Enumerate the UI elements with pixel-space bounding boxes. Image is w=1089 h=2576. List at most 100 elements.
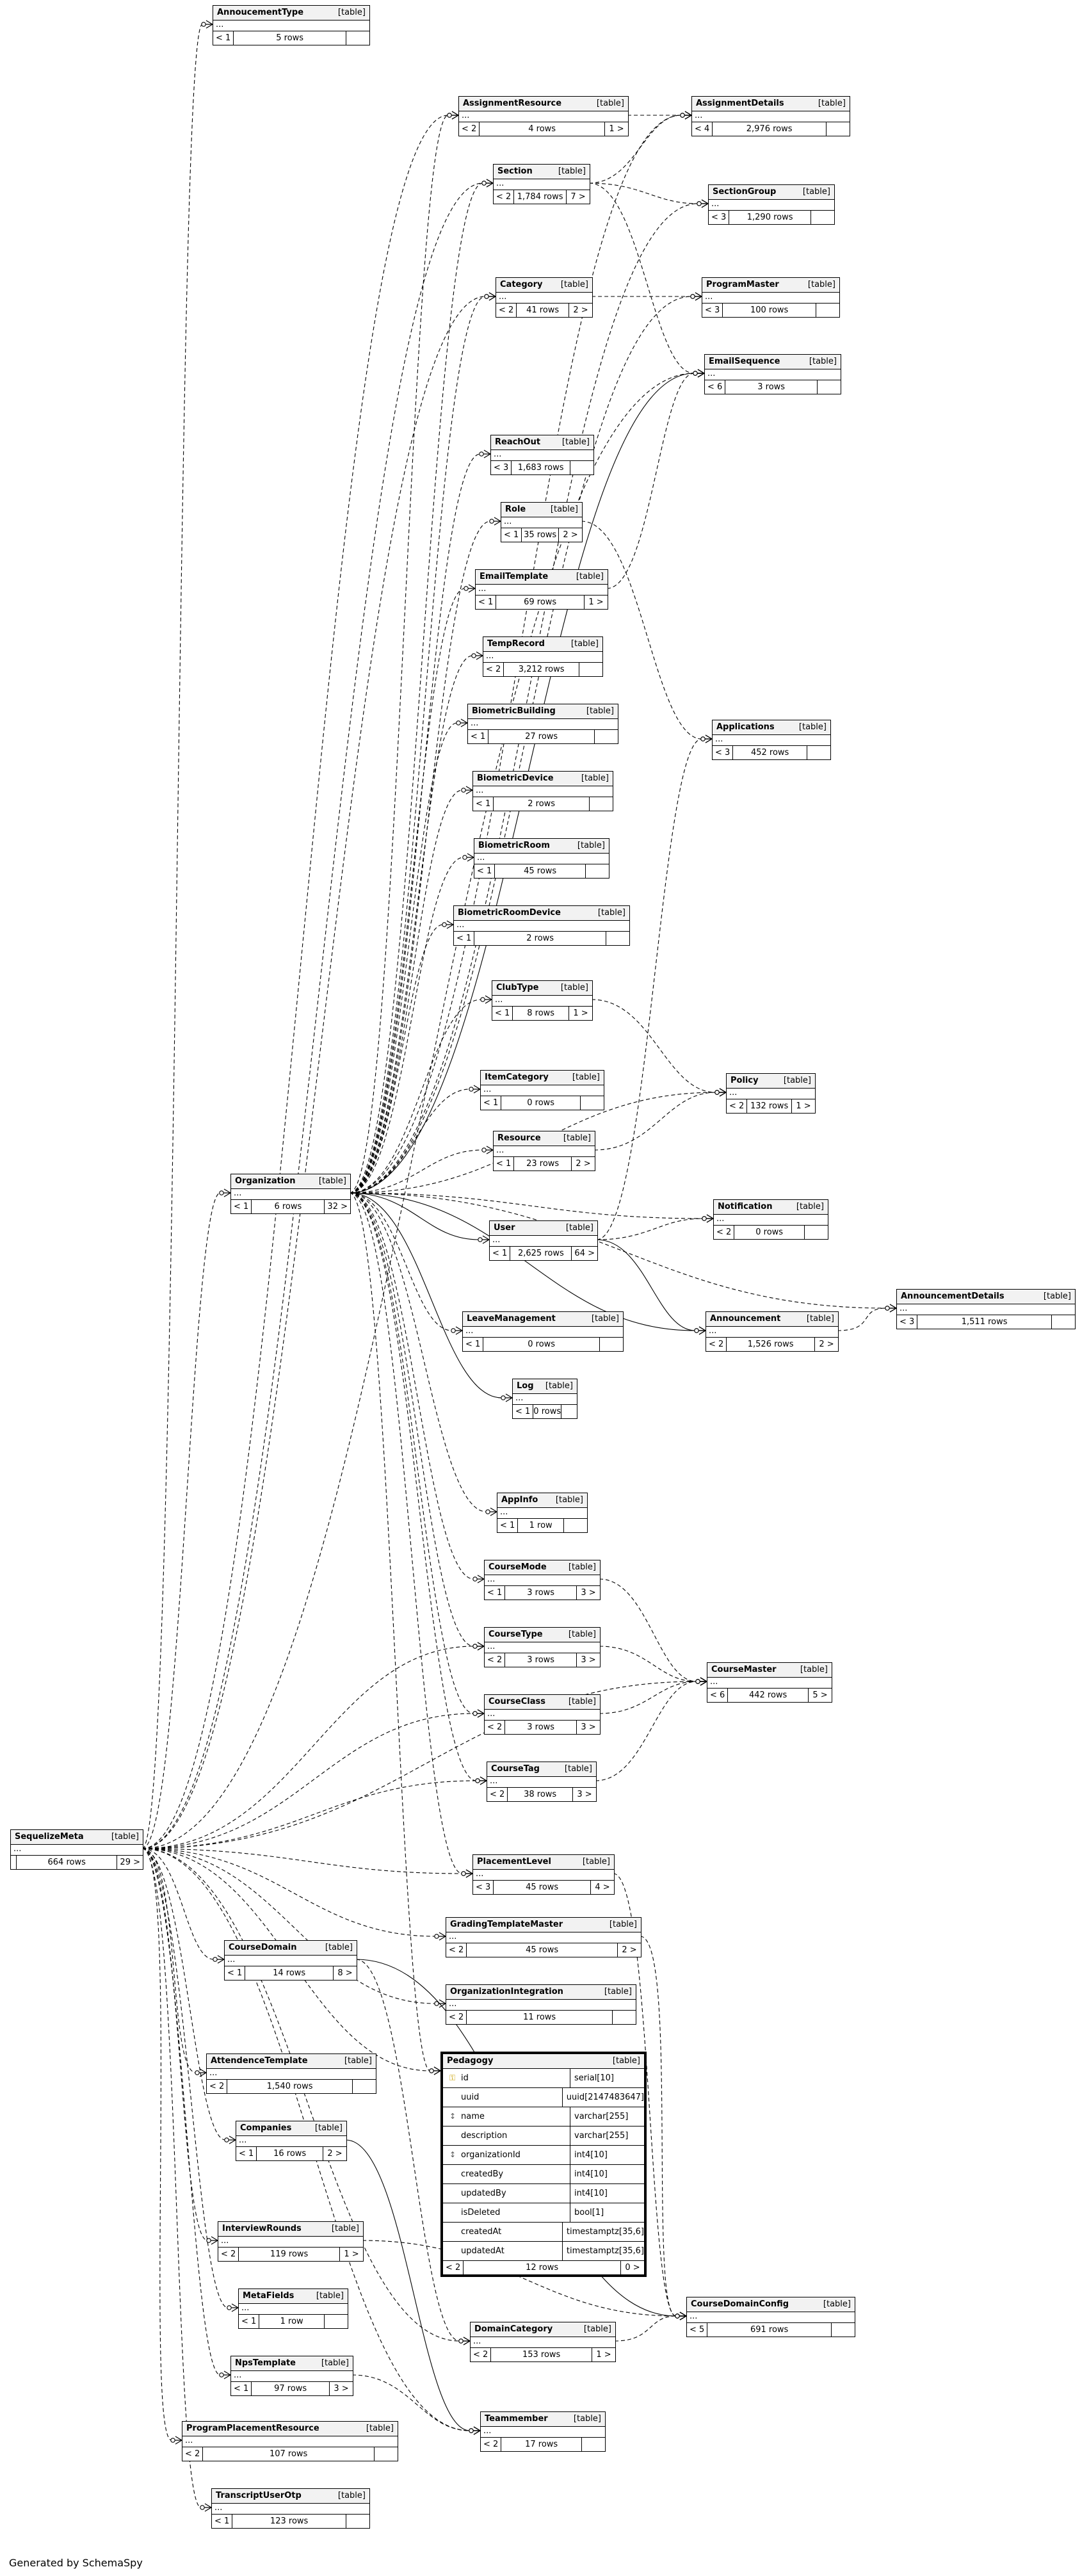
parents-count[interactable]: < 2 [207,2080,228,2093]
parents-count[interactable]: < 2 [487,1788,508,1801]
table-name[interactable]: Organization [235,1176,296,1186]
columns-collapsed[interactable]: ... [485,1710,600,1721]
table-name[interactable]: Category [500,280,543,289]
columns-collapsed[interactable]: ... [239,2304,348,2315]
parents-count[interactable]: < 1 [213,31,234,45]
table-name[interactable]: BiometricBuilding [472,706,556,716]
parents-count[interactable]: < 3 [491,461,512,474]
children-count[interactable]: 1 > [573,1009,588,1018]
parents-count[interactable]: < 1 [485,1586,506,1600]
children-count[interactable]: 3 > [581,1722,596,1732]
parents-count[interactable]: < 2 [483,663,504,676]
table-name[interactable]: EmailSequence [709,357,780,366]
table-name[interactable]: BiometricRoom [478,841,550,850]
table-name[interactable]: MetaFields [243,2291,294,2301]
table-name[interactable]: Policy [730,1076,759,1085]
children-count[interactable]: 5 > [812,1690,828,1700]
children-count[interactable] [581,1096,604,1110]
children-count[interactable] [353,2080,376,2093]
parents-count[interactable]: < 1 [231,2382,252,2395]
parents-count[interactable]: < 1 [476,595,497,609]
parents-count[interactable]: < 2 [494,190,515,204]
parents-count[interactable]: < 2 [727,1099,748,1113]
table-name[interactable]: TempRecord [487,639,545,649]
table-name[interactable]: Log [517,1381,534,1391]
parents-count[interactable]: < 1 [468,730,489,743]
table-name[interactable]: BiometricDevice [477,774,554,783]
table-name[interactable]: InterviewRounds [222,2224,302,2233]
table-name[interactable]: Role [505,505,526,514]
columns-collapsed[interactable]: ... [491,450,593,461]
children-count[interactable]: 0 > [625,2263,640,2272]
columns-collapsed[interactable]: ... [471,2337,615,2348]
children-count[interactable] [586,864,609,878]
columns-collapsed[interactable]: ... [481,2427,605,2438]
table-name[interactable]: DomainCategory [474,2324,553,2334]
parents-count[interactable]: < 2 [182,2447,204,2461]
columns-collapsed[interactable]: ... [231,2371,353,2382]
children-count[interactable] [1052,1315,1075,1329]
columns-collapsed[interactable]: ... [182,2436,398,2447]
parents-count[interactable] [11,1856,17,1869]
children-count[interactable] [579,663,602,676]
table-name[interactable]: GradingTemplateMaster [450,1920,563,1929]
children-count[interactable]: 2 > [563,530,578,540]
parents-count[interactable]: < 1 [231,1200,252,1213]
children-count[interactable]: 64 > [574,1249,595,1258]
table-name[interactable]: ReachOut [495,437,541,447]
children-count[interactable] [818,380,841,394]
parents-count[interactable]: < 2 [446,1943,467,1957]
columns-collapsed[interactable]: ... [459,111,628,122]
children-count[interactable] [811,211,834,224]
columns-collapsed[interactable]: ... [473,1870,614,1881]
children-count[interactable] [807,746,830,759]
columns-collapsed[interactable]: ... [207,2069,376,2080]
table-name[interactable]: User [494,1223,515,1233]
table-name[interactable]: TranscriptUserOtp [216,2491,302,2500]
parents-count[interactable]: < 3 [709,211,730,224]
columns-collapsed[interactable]: ... [702,293,839,304]
columns-collapsed[interactable]: ... [707,1678,832,1689]
children-count[interactable] [375,2447,398,2461]
columns-collapsed[interactable]: ... [446,2000,636,2011]
parents-count[interactable]: < 1 [497,1519,519,1532]
table-name[interactable]: AssignmentResource [463,99,562,108]
parents-count[interactable]: < 2 [496,304,517,317]
children-count[interactable]: 2 > [327,2149,343,2159]
children-count[interactable] [595,730,618,743]
parents-count[interactable]: < 1 [239,2315,260,2328]
parents-count[interactable]: < 2 [443,2261,464,2274]
table-name[interactable]: Announcement [710,1314,781,1324]
table-name[interactable]: EmailTemplate [480,572,549,581]
columns-collapsed[interactable]: ... [218,2237,363,2248]
children-count[interactable]: 3 > [581,1588,596,1598]
columns-collapsed[interactable]: ... [474,854,609,864]
table-name[interactable]: OrganizationIntegration [450,1987,563,1997]
parents-count[interactable]: < 1 [454,932,475,945]
columns-collapsed[interactable]: ... [213,20,369,31]
table-name[interactable]: CourseDomain [229,1943,297,1952]
columns-collapsed[interactable]: ... [897,1304,1075,1315]
children-count[interactable] [564,1519,587,1532]
table-name[interactable]: AttendenceTemplate [211,2056,308,2066]
children-count[interactable] [590,797,613,811]
